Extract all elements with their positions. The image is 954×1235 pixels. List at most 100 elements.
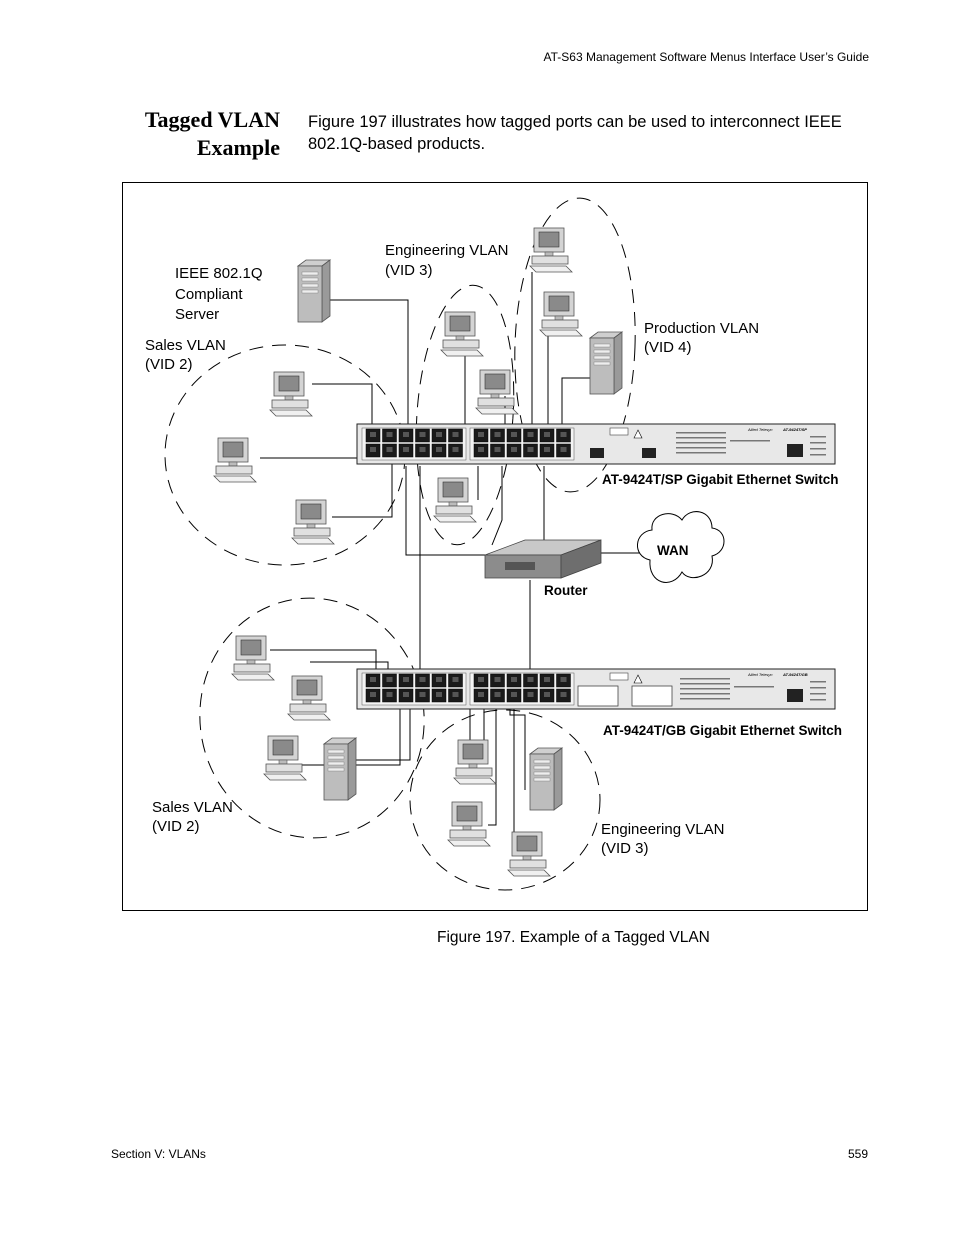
switch-port-icon [382,688,397,703]
switch-port-icon [523,688,538,703]
switch-port-icon [506,688,522,703]
eng-top-pc-3-icon [433,477,477,523]
eng-top-label-line1: Engineering VLAN [385,242,508,259]
prod-pc-1-icon [529,227,573,273]
sales-bottom-pc-3-icon [263,735,307,781]
sales-bottom-server-icon [323,737,357,801]
prod-pc-2-icon [539,291,583,337]
engineering-vlan-top-boundary [415,284,515,546]
sales-pc-2-icon [213,437,257,483]
section-title: Tagged VLAN Example [120,106,280,162]
switch-port-icon [431,443,447,458]
router-label: Router [544,583,588,598]
switch-port-icon [448,673,463,688]
running-header: AT-S63 Management Software Menus Interfa… [543,50,870,64]
server-label-line3: Server [175,306,219,323]
switch-top-label: AT-9424T/SP Gigabit Ethernet Switch [602,472,839,487]
switch-port-icon [365,688,381,703]
ieee-server-icon [297,259,331,323]
switch-port-icon [490,673,505,688]
switch-port-icon [490,428,505,443]
switch-port-icon [473,428,489,443]
sales-bottom-pc-2-icon [287,675,331,721]
switch-port-icon [365,673,381,688]
sales-pc-3-icon [291,499,335,545]
switch-port-icon [415,428,430,443]
engineering-vlan-bottom-boundary [409,709,601,891]
switch-port-icon [473,443,489,458]
switch-port-icon [415,673,430,688]
switch-port-icon [382,428,397,443]
sales-bottom-pc-1-icon [231,635,275,681]
prod-label-line1: Production VLAN [644,320,759,337]
sales-bottom-label-line2: (VID 2) [152,818,200,835]
switch-port-icon [539,673,555,688]
eng-bottom-label-line1: Engineering VLAN [601,821,724,838]
switch-port-icon [382,673,397,688]
eng-top-label-line2: (VID 3) [385,262,433,279]
switch-port-icon [539,428,555,443]
switch-port-icon [431,673,447,688]
footer-page-number: 559 [847,1147,868,1161]
switch-port-icon [398,443,414,458]
production-vlan-boundary [514,197,636,493]
switch-top-model: AT-9424T/SP [782,427,807,432]
prod-server-icon [589,331,623,395]
switch-bottom-label: AT-9424T/GB Gigabit Ethernet Switch [603,723,842,738]
switch-port-icon [473,688,489,703]
switch-port-icon [398,673,414,688]
switch-bottom-model: AT-9424T/GB [782,672,808,677]
switch-port-icon [431,688,447,703]
footer-section: Section V: VLANs [111,1147,206,1161]
switch-port-icon [448,443,463,458]
switch-port-icon [556,428,571,443]
prod-label-line2: (VID 4) [644,339,692,356]
wan-label: WAN [657,543,689,558]
switch-port-icon [523,428,538,443]
intro-paragraph: Figure 197 illustrates how tagged ports … [308,113,842,153]
switch-port-icon [398,428,414,443]
figure-caption: Figure 197. Example of a Tagged VLAN [437,929,710,946]
server-label-line1: IEEE 802.1Q [175,265,263,282]
wan-cloud [637,511,725,583]
section-title-line1: Tagged VLAN [144,107,280,132]
switch-port-icon [415,688,430,703]
eng-bottom-server-icon [529,747,563,811]
switch-port-icon [473,673,489,688]
switch-port-icon [556,443,571,458]
router [484,539,602,579]
switch-port-icon [382,443,397,458]
server-label-line2: Compliant [175,286,243,303]
switch-port-icon [448,428,463,443]
tagged-vlan-diagram: Allied Telesyn AT-9424T/SP Allied Telesy… [145,197,842,891]
switch-port-icon [539,688,555,703]
figure-frame [122,182,868,911]
switch-port-icon [523,443,538,458]
switch-port-icon [539,443,555,458]
switch-port-icon [398,688,414,703]
switch-port-icon [448,688,463,703]
sales-top-label-line2: (VID 2) [145,356,193,373]
switch-port-icon [506,443,522,458]
switch-port-icon [506,428,522,443]
switch-port-icon [506,673,522,688]
eng-top-pc-2-icon [475,369,519,415]
switch-port-icon [415,443,430,458]
eng-bottom-pc-1-icon [453,739,497,785]
switch-at-9424t-gb: Allied Telesyn AT-9424T/GB [356,668,836,710]
eng-top-pc-1-icon [440,311,484,357]
switch-port-icon [365,443,381,458]
switch-port-icon [490,443,505,458]
switch-port-icon [556,673,571,688]
sales-bottom-label-line1: Sales VLAN [152,799,233,816]
eng-bottom-label-line2: (VID 3) [601,840,649,857]
sales-pc-1-icon [269,371,313,417]
sales-top-label-line1: Sales VLAN [145,337,226,354]
section-title-line2: Example [196,135,280,160]
switch-port-icon [431,428,447,443]
eng-bottom-pc-2-icon [447,801,491,847]
eng-bottom-pc-3-icon [507,831,551,877]
switch-at-9424t-sp: Allied Telesyn AT-9424T/SP [356,423,836,465]
switch-top-brand: Allied Telesyn [747,427,773,432]
switch-port-icon [556,688,571,703]
